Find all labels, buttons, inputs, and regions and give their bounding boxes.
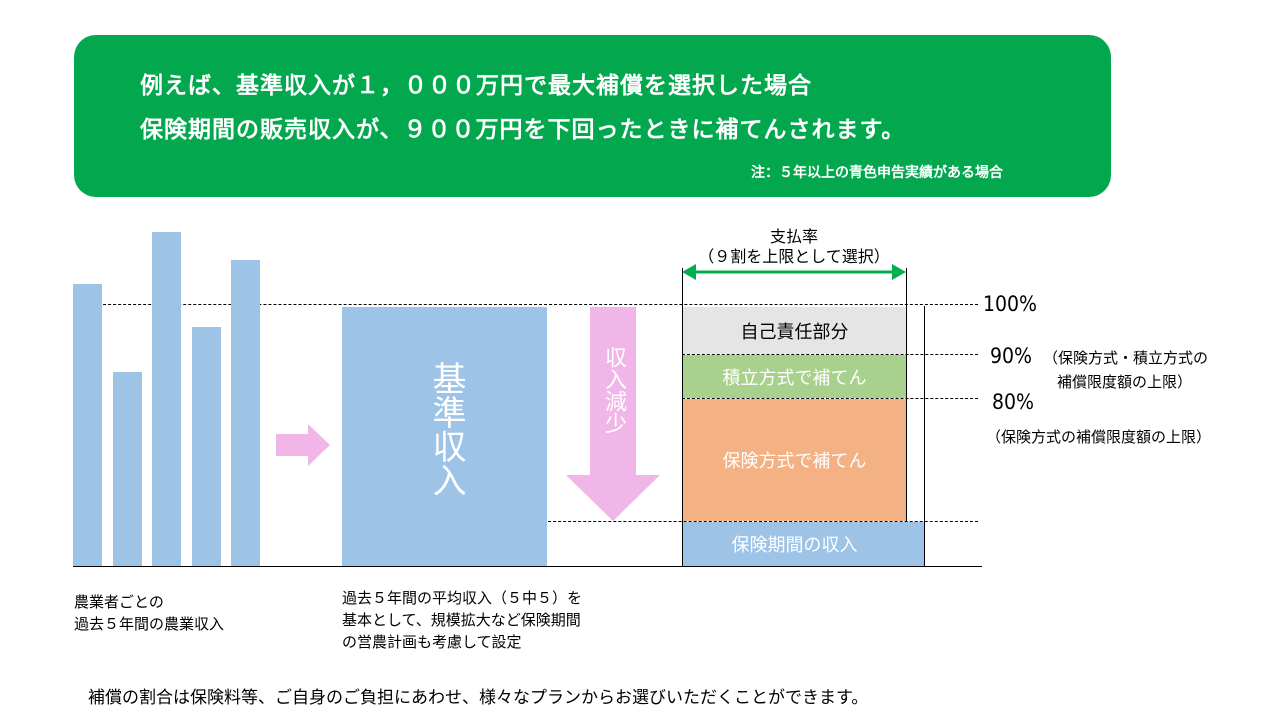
history-bar-5	[231, 260, 260, 566]
segment-self: 自己責任部分	[683, 307, 906, 354]
history-bar-4	[192, 327, 221, 566]
down-arrow-icon	[566, 307, 660, 521]
level-80-note: （保険方式の補償限度額の上限）	[986, 428, 1212, 446]
info-banner: 例えば、基準収入が１，０００万円で最大補償を選択した場合 保険期間の販売収入が、…	[74, 35, 1111, 197]
line-100	[73, 304, 978, 305]
segment-insurance: 保険方式で補てん	[683, 399, 906, 521]
caption-left-1: 農業者ごとの	[74, 593, 164, 611]
banner-note: 注：５年以上の青色申告実績がある場合	[751, 165, 1003, 181]
segment-income-label: 保険期間の収入	[731, 535, 858, 556]
double-arrow-icon	[682, 264, 906, 280]
level-100: 100%	[983, 292, 1038, 316]
history-bar-2	[113, 372, 142, 566]
baseline	[73, 566, 982, 567]
banner-line-2: 保険期間の販売収入が、９００万円を下回ったときに補てんされます。	[140, 117, 906, 143]
level-80: 80%	[992, 390, 1034, 414]
rate-outer-line	[924, 306, 925, 566]
caption-mid-3: の営農計画も考慮して設定	[342, 633, 522, 651]
segment-savings: 積立方式で補てん	[683, 355, 906, 398]
caption-mid-1: 過去５年間の平均収入（５中５）を	[342, 589, 583, 607]
line-80	[682, 398, 978, 399]
base-income-bar: 基準収入	[342, 307, 547, 566]
caption-mid-2: 基本として、規模拡大など保険期間	[342, 611, 581, 629]
right-arrow-icon	[276, 424, 330, 466]
line-income	[548, 521, 978, 522]
segment-self-label: 自己責任部分	[740, 321, 849, 343]
segment-insurance-label: 保険方式で補てん	[722, 451, 867, 472]
payment-rate-subtitle: （９割を上限として選択）	[698, 247, 890, 266]
level-90: 90%	[990, 344, 1032, 368]
history-bar-1	[73, 284, 102, 566]
segment-savings-label: 積立方式で補てん	[722, 367, 867, 389]
caption-left-2: 過去５年間の農業収入	[74, 615, 225, 633]
banner-line-1: 例えば、基準収入が１，０００万円で最大補償を選択した場合	[140, 73, 812, 99]
footer-note: 補償の割合は保険料等、ご自身のご負担にあわせ、様々なプランからお選びいただくこと…	[88, 688, 869, 708]
level-90-note-2: 補償限度額の上限）	[1057, 373, 1193, 391]
history-bar-3	[152, 232, 181, 566]
line-90	[682, 354, 978, 355]
rate-left-line	[682, 268, 683, 566]
payment-rate-title: 支払率	[769, 227, 818, 246]
segment-income: 保険期間の収入	[683, 522, 924, 566]
level-90-note-1: （保険方式・積立方式の	[1043, 349, 1209, 367]
rate-right-line	[906, 268, 907, 566]
decrease-label: 収入減少	[601, 346, 626, 434]
base-income-label: 基準収入	[426, 361, 466, 497]
